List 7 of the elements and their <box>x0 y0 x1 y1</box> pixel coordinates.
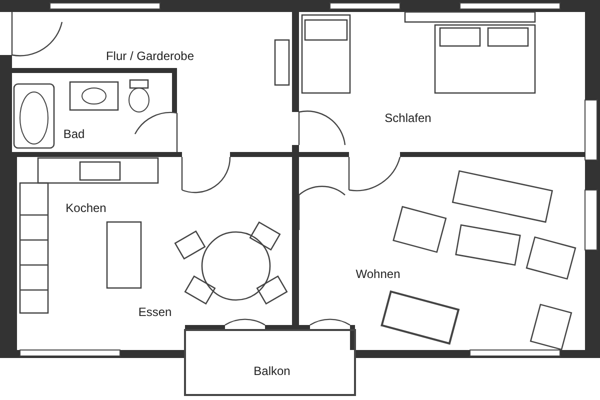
room-label: Wohnen <box>356 267 400 281</box>
room-label: Schlafen <box>384 111 432 125</box>
room-label: Essen <box>138 305 172 319</box>
room-label: Bad <box>63 127 85 141</box>
room-label: Kochen <box>66 201 106 215</box>
room-label: Balkon <box>254 364 290 378</box>
room-label: Flur / Garderobe <box>106 49 194 63</box>
